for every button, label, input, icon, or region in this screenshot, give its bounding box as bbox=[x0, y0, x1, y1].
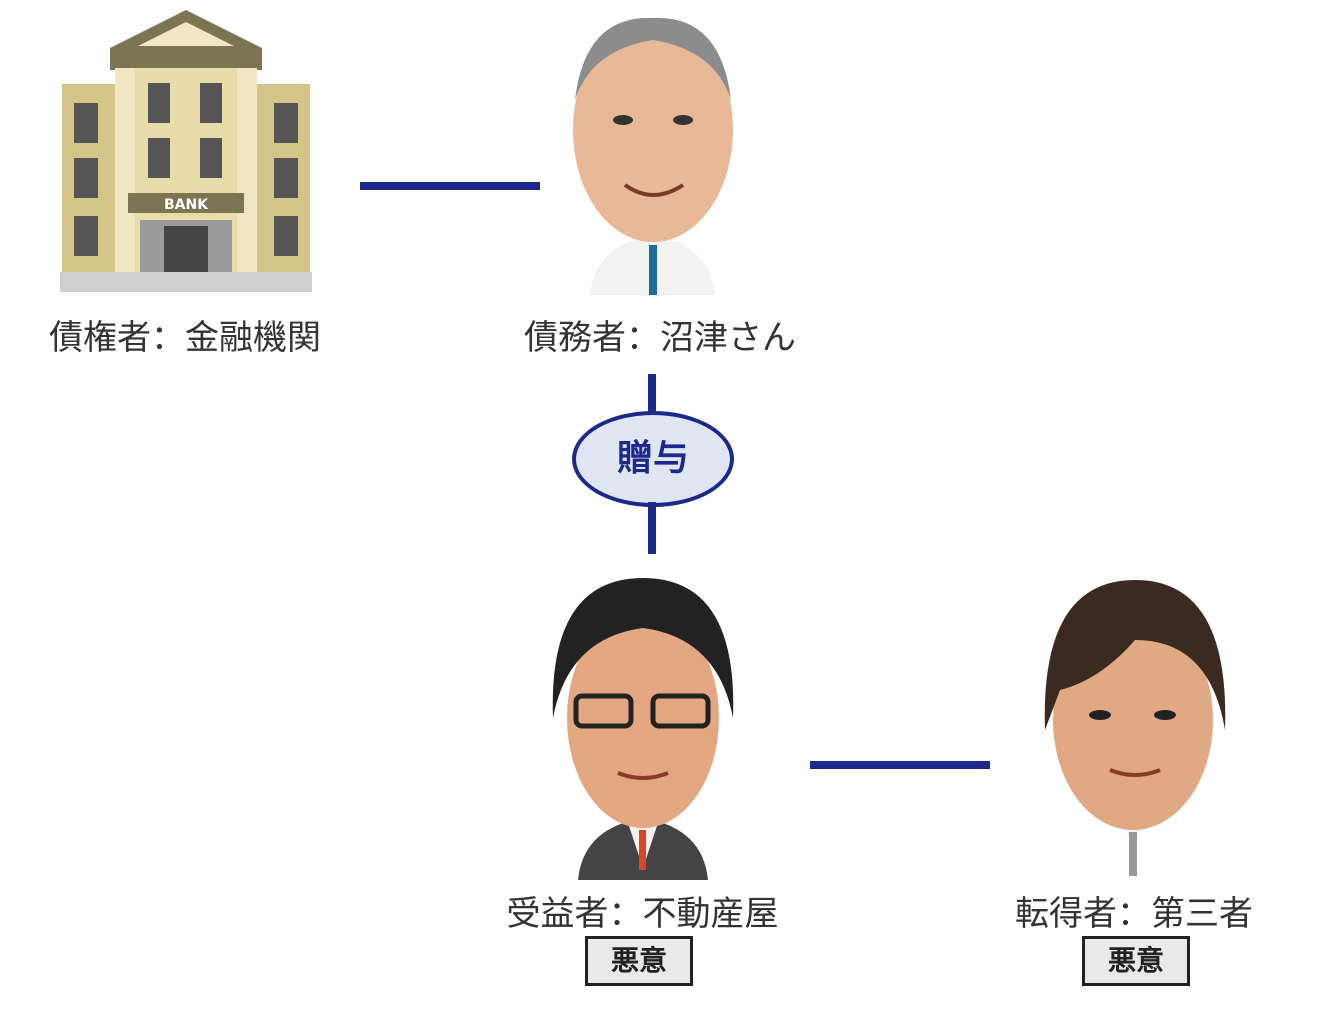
creditor-label: 債権者：金融機関 bbox=[49, 318, 321, 358]
bank-sign: BANK bbox=[164, 197, 209, 213]
transferee-label: 転得者：第三者 bbox=[1015, 894, 1253, 934]
beneficiary-portrait bbox=[552, 578, 734, 880]
connector-beneficiary-transferee bbox=[810, 761, 990, 769]
transferee-portrait bbox=[1044, 580, 1226, 876]
debtor-label: 債務者：沼津さん bbox=[524, 318, 796, 358]
malice-badge-beneficiary: 悪意 bbox=[585, 936, 693, 986]
beneficiary-label: 受益者：不動産屋 bbox=[506, 894, 779, 934]
bank-building-icon: BANK bbox=[60, 10, 312, 292]
gift-ellipse: 贈与 bbox=[572, 411, 734, 507]
connector-creditor-debtor bbox=[360, 182, 540, 190]
connector-gift-beneficiary bbox=[648, 502, 656, 554]
malice-badge-transferee: 悪意 bbox=[1082, 936, 1190, 986]
debtor-portrait bbox=[573, 17, 733, 295]
connector-debtor-gift bbox=[648, 374, 656, 414]
